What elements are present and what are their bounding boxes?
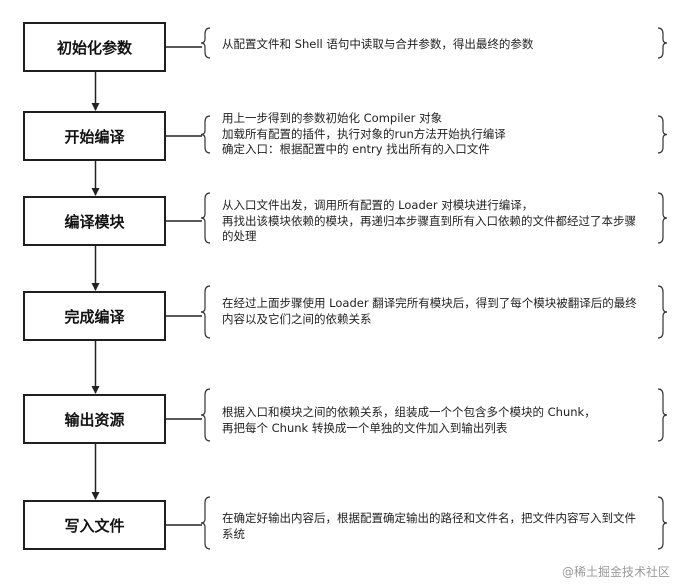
right-brace bbox=[657, 388, 668, 442]
description-line: 在经过上面步骤使用 Loader 翻译完所有模块后，得到了每个模块被翻译后的最终 bbox=[222, 296, 637, 310]
description-line: 再找出该模块依赖的模块，再递归本步骤直到所有入口依赖的文件都经过了本步骤 bbox=[222, 213, 636, 228]
description-line: 从配置文件和 Shell 语句中读取与合并参数，得出最终的参数 bbox=[222, 37, 534, 51]
left-brace bbox=[200, 27, 211, 59]
step-box: 编译模块 bbox=[23, 196, 166, 246]
step-box: 初始化参数 bbox=[23, 22, 166, 72]
left-brace bbox=[200, 115, 211, 154]
description-line: 根据入口和模块之间的依赖关系，组装成一个个包含多个模块的 Chunk， bbox=[222, 405, 596, 419]
left-brace bbox=[200, 192, 211, 244]
step-description: 在经过上面步骤使用 Loader 翻译完所有模块后，得到了每个模块被翻译后的最终… bbox=[222, 296, 666, 327]
right-brace bbox=[657, 27, 668, 59]
left-brace bbox=[200, 388, 211, 442]
description-line: 的处理 bbox=[222, 229, 257, 243]
left-brace bbox=[200, 285, 211, 339]
description-line: 系统 bbox=[222, 526, 245, 541]
right-brace bbox=[657, 496, 668, 550]
description-line: 在确定好输出内容后，根据配置确定输出的路径和文件名，把文件内容写入到文件 bbox=[222, 511, 636, 525]
description-line: 用上一步得到的参数初始化 Compiler 对象 bbox=[222, 111, 443, 125]
left-brace bbox=[200, 496, 211, 550]
step-description: 根据入口和模块之间的依赖关系，组装成一个个包含多个模块的 Chunk，再把每个 … bbox=[222, 405, 666, 436]
description-line: 从入口文件出发，调用所有配置的 Loader 对模块进行编译， bbox=[222, 198, 534, 212]
step-box: 完成编译 bbox=[23, 291, 166, 341]
right-brace bbox=[657, 115, 668, 154]
description-line: 内容以及它们之间的依赖关系 bbox=[222, 311, 372, 326]
step-box: 输出资源 bbox=[23, 394, 166, 444]
description-line: 加载所有配置的插件，执行对象的run方法开始执行编译 bbox=[222, 126, 506, 141]
step-description: 在确定好输出内容后，根据配置确定输出的路径和文件名，把文件内容写入到文件系统 bbox=[222, 511, 666, 542]
description-line: 再把每个 Chunk 转换成一个单独的文件加入到输出列表 bbox=[222, 420, 508, 435]
step-description: 用上一步得到的参数初始化 Compiler 对象加载所有配置的插件，执行对象的r… bbox=[222, 111, 666, 158]
step-box: 写入文件 bbox=[23, 500, 166, 550]
step-description: 从配置文件和 Shell 语句中读取与合并参数，得出最终的参数 bbox=[222, 37, 666, 53]
right-brace bbox=[657, 285, 668, 339]
right-brace bbox=[657, 192, 668, 244]
description-line: 确定入口：根据配置中的 entry 找出所有的入口文件 bbox=[222, 142, 490, 156]
step-box: 开始编译 bbox=[23, 111, 166, 161]
step-description: 从入口文件出发，调用所有配置的 Loader 对模块进行编译，再找出该模块依赖的… bbox=[222, 198, 666, 245]
watermark: @稀土掘金技术社区 bbox=[561, 565, 670, 579]
